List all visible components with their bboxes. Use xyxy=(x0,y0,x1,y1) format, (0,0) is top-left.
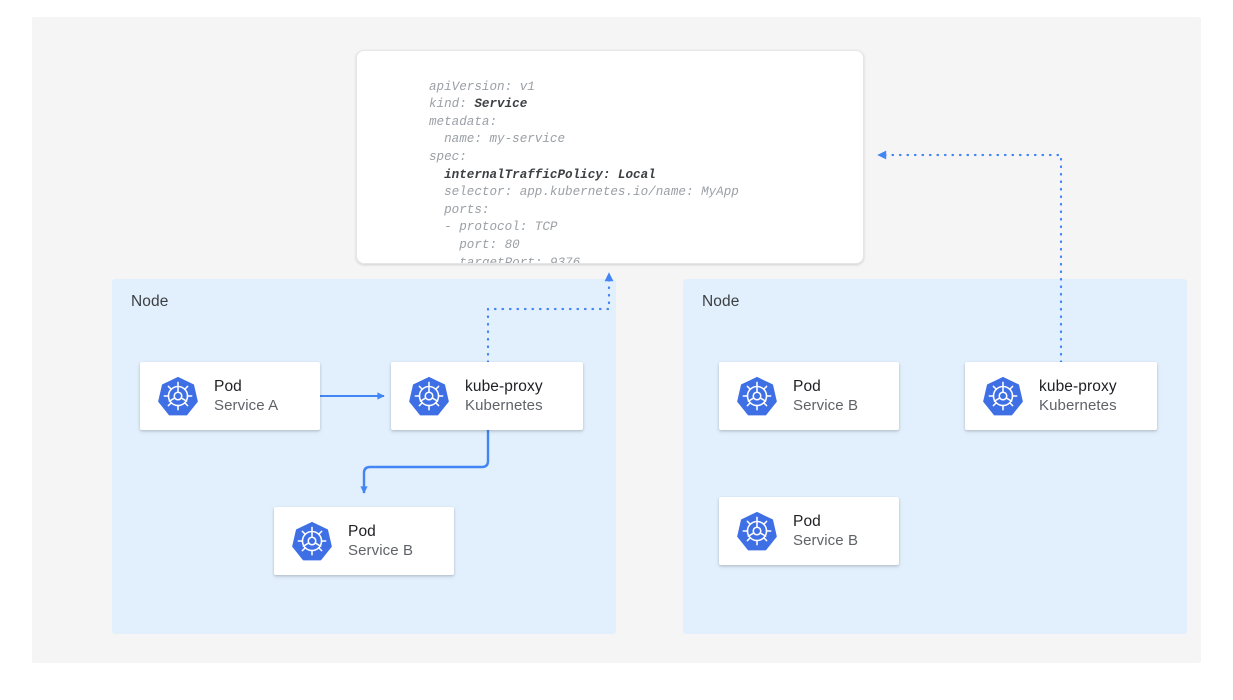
card-title: Pod xyxy=(214,377,242,395)
card-pod-service-b-left[interactable]: Pod Service B xyxy=(274,507,454,575)
yaml-line: spec: xyxy=(429,149,467,164)
node-label: Node xyxy=(131,293,169,310)
card-pod-service-b-right-1[interactable]: Pod Service B xyxy=(719,362,899,430)
card-pod-service-a[interactable]: Pod Service A xyxy=(140,362,320,430)
card-title: kube-proxy xyxy=(1039,377,1117,395)
diagram-canvas: apiVersion: v1 kind: Service metadata: n… xyxy=(32,17,1201,663)
yaml-line: targetPort: 9376 xyxy=(429,255,581,264)
yaml-line: - protocol: TCP xyxy=(429,220,558,235)
card-title: Pod xyxy=(793,512,821,530)
card-subtitle: Service B xyxy=(793,531,859,549)
yaml-line: port: 80 xyxy=(429,237,520,252)
card-kube-proxy-right[interactable]: kube-proxy Kubernetes xyxy=(965,362,1157,430)
node-panel-right: Node xyxy=(683,279,1187,634)
yaml-line: internalTrafficPolicy: Local xyxy=(429,167,656,182)
card-pod-service-b-right-2[interactable]: Pod Service B xyxy=(719,497,899,565)
card-title: Pod xyxy=(348,522,376,540)
node-label: Node xyxy=(702,293,740,310)
card-title: Pod xyxy=(793,377,821,395)
card-kube-proxy-left[interactable]: kube-proxy Kubernetes xyxy=(391,362,583,430)
yaml-line-value: Service xyxy=(474,97,528,112)
service-manifest-card: apiVersion: v1 kind: Service metadata: n… xyxy=(356,50,864,264)
yaml-line: ports: xyxy=(429,202,490,217)
kubernetes-icon xyxy=(407,374,451,418)
service-manifest-code: apiVersion: v1 kind: Service metadata: n… xyxy=(429,79,739,264)
card-subtitle: Service B xyxy=(793,396,859,414)
card-subtitle: Service B xyxy=(348,541,414,559)
kubernetes-icon xyxy=(156,374,200,418)
kubernetes-icon xyxy=(735,374,779,418)
yaml-line: apiVersion: v1 xyxy=(429,79,535,94)
card-subtitle: Service A xyxy=(214,396,279,414)
card-subtitle: Kubernetes xyxy=(465,396,543,414)
kubernetes-icon xyxy=(735,509,779,553)
kubernetes-icon xyxy=(981,374,1025,418)
kubernetes-icon xyxy=(290,519,334,563)
card-title: kube-proxy xyxy=(465,377,543,395)
yaml-line: kind: Service xyxy=(429,97,528,112)
node-panel-left: Node xyxy=(112,279,616,634)
card-subtitle: Kubernetes xyxy=(1039,396,1117,414)
yaml-line: metadata: xyxy=(429,114,498,129)
yaml-line: name: my-service xyxy=(429,132,566,147)
yaml-line: selector: app.kubernetes.io/name: MyApp xyxy=(429,185,739,200)
